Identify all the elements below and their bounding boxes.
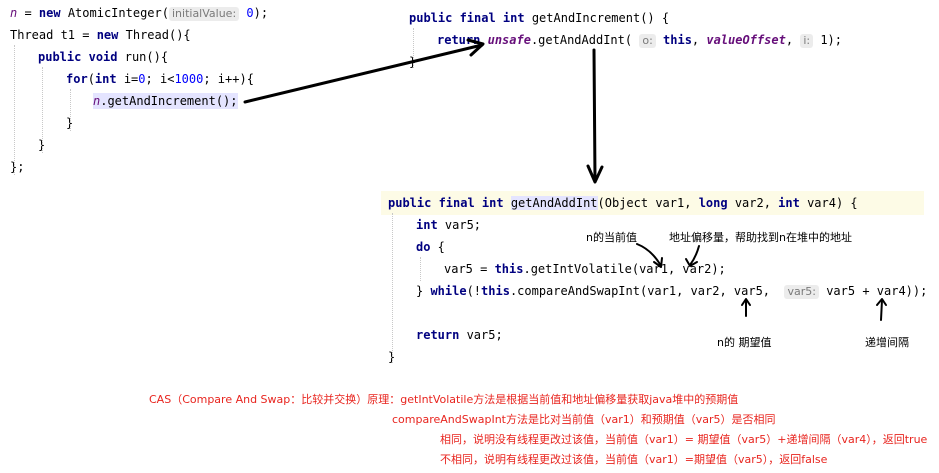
annotation-increment: 递增间隔: [865, 336, 909, 349]
parameter-hint: initialValue:: [168, 7, 240, 21]
parameter-hint: o:: [639, 34, 656, 48]
explanation-line-4: 不相同，说明有线程更改过该值，当前值（var1）=期望值（var5），返回fal…: [440, 453, 828, 466]
indent-guide: [14, 45, 15, 175]
arrow-to-var2: [689, 245, 700, 266]
code-line-while-cas: } while(!this.compareAndSwapInt(var1, va…: [416, 284, 928, 299]
code-line-get-int-volatile: var5 = this.getIntVolatile(var1, var2);: [444, 262, 726, 276]
annotation-expected-value: n的 期望值: [717, 336, 772, 349]
arrow-to-var4: [880, 299, 883, 321]
arrow-call-to-get-and-increment: [243, 43, 484, 104]
arrow-to-var1: [636, 243, 662, 267]
code-line-atomic-integer: n = new AtomicInteger(initialValue: 0);: [10, 6, 269, 21]
arrow-head: [876, 298, 887, 306]
code-line-int-var5: int var5;: [416, 218, 482, 232]
arrow-head: [466, 38, 485, 57]
parameter-hint: var5:: [784, 285, 819, 299]
code-line-close-gaai: }: [388, 350, 396, 364]
indent-guide: [413, 28, 414, 68]
code-line-get-and-increment-sig: public final int getAndIncrement() {: [409, 11, 670, 25]
code-line-close-run: }: [38, 138, 46, 152]
arrow-head: [741, 298, 751, 306]
code-line-get-and-add-int-sig: public final int getAndAddInt(Object var…: [388, 196, 858, 210]
code-line-for: for(int i=0; i<1000; i++){: [66, 72, 254, 86]
parameter-hint: i:: [800, 34, 814, 48]
code-line-close-thread: };: [10, 160, 25, 174]
arrow-head: [586, 164, 604, 184]
indent-guide: [70, 89, 71, 131]
arrow-head: [685, 258, 698, 267]
indent-guide: [392, 213, 393, 363]
arrow-to-get-and-add-int: [592, 48, 597, 182]
method-name-highlight: getAndAddInt: [510, 196, 598, 210]
indent-guide: [420, 257, 421, 281]
code-line-return-unsafe: return unsafe.getAndAddInt( o: this, val…: [437, 33, 842, 48]
code-line-do: do {: [416, 240, 445, 254]
annotation-address-offset: 地址偏移量，帮助找到n在堆中的地址: [669, 231, 852, 244]
indent-guide: [42, 67, 43, 153]
arrow-head: [653, 257, 663, 268]
code-line-thread: Thread t1 = new Thread(){: [10, 28, 191, 42]
code-line-close-for: }: [66, 116, 74, 130]
explanation-line-1: CAS（Compare And Swap：比较并交换）原理：getIntVola…: [149, 393, 739, 406]
explanation-line-3: 相同，说明没有线程更改过该值，当前值（var1）= 期望值（var5）+递增间隔…: [440, 433, 928, 446]
code-line-get-and-increment-call: n.getAndIncrement();: [93, 93, 238, 109]
code-line-run: public void run(){: [38, 50, 169, 64]
annotation-current-value: n的当前值: [586, 231, 637, 244]
explanation-line-2: compareAndSwapInt方法是比对当前值（var1）和预期值（var5…: [392, 413, 776, 426]
code-line-return-var5: return var5;: [416, 328, 503, 342]
current-line-highlight: [381, 191, 924, 215]
